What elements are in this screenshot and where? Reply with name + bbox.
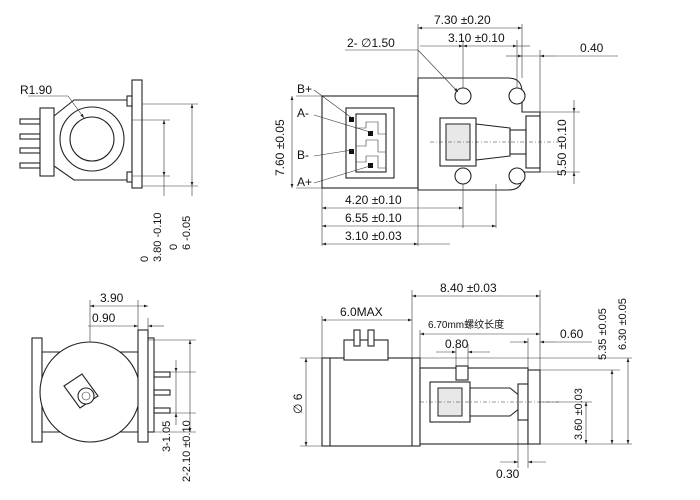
- dim-535: 5.35 ±0.05: [597, 308, 609, 360]
- dim-thread: 6.70mm螺纹长度: [428, 318, 504, 331]
- label-b-plus: B+: [297, 82, 312, 96]
- dim-080: 0.80: [445, 337, 469, 351]
- dim-090: 0.90: [92, 311, 116, 325]
- dim-310-bot: 3.10 ±0.03: [345, 229, 402, 243]
- label-a-plus: A+: [297, 175, 312, 189]
- tol-6-top: 0: [168, 244, 180, 250]
- dim-060: 0.60: [560, 327, 584, 341]
- dim-730: 7.30 ±0.20: [434, 13, 491, 27]
- label-a-minus: A-: [297, 106, 309, 120]
- tol-6: 6 -0.05: [181, 216, 193, 250]
- dim-840: 8.40 ±0.03: [440, 281, 497, 295]
- dim-630: 6.30 ±0.05: [617, 298, 629, 350]
- dim-3-105: 3-1.05: [161, 421, 173, 452]
- dim-760: 7.60 ±0.05: [273, 119, 287, 176]
- dim-dia6: ∅ 6: [291, 393, 305, 414]
- dim-310-top: 3.10 ±0.10: [448, 31, 505, 45]
- dim-420: 4.20 ±0.10: [345, 193, 402, 207]
- dim-360: 3.60 ±0.03: [573, 388, 585, 440]
- label-holes: 2- ∅1.50: [347, 36, 395, 50]
- dim-2-210: 2-2.10 ±0.10: [181, 420, 193, 482]
- side-view-bottom-right: 8.40 ±0.03 6.0MAX 6.70mm螺纹长度 0.80 0.60 0…: [291, 281, 632, 481]
- dim-030: 0.30: [496, 467, 520, 481]
- dim-040: 0.40: [580, 41, 604, 55]
- dim-6max: 6.0MAX: [340, 305, 383, 319]
- end-view-bottom-left: 3.90 0.90 3-1.05 2-2.10 ±0.10: [31, 291, 196, 482]
- side-view-top-left: R1.90 0 3.80 -0.10 0 6 -0.05: [19, 79, 198, 262]
- tol-380-top: 0: [139, 256, 151, 262]
- pins-left: [19, 118, 41, 169]
- dim-390: 3.90: [100, 291, 124, 305]
- label-b-minus: B-: [297, 148, 309, 162]
- tol-380: 3.80 -0.10: [152, 212, 164, 262]
- label-r190: R1.90: [20, 83, 52, 97]
- top-view-top-right: B+ A- B- A+ 7.60 ±0.05 5.50 ±0.10 7.30 ±…: [273, 13, 618, 246]
- dim-550: 5.50 ±0.10: [555, 119, 569, 176]
- dim-655: 6.55 ±0.10: [345, 211, 402, 225]
